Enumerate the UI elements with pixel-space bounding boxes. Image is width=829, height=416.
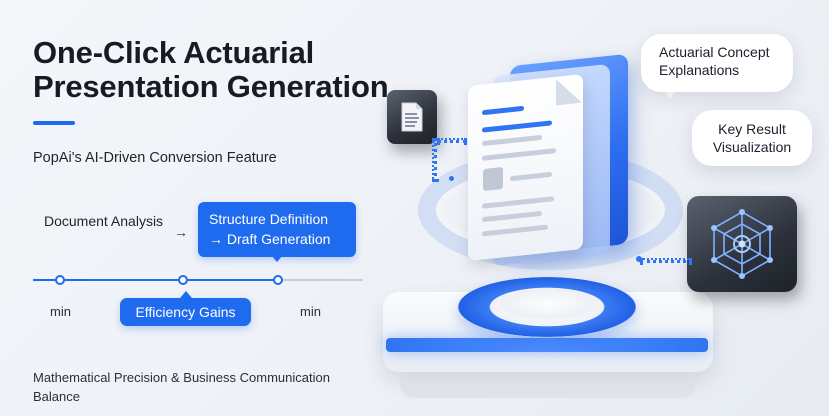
document-cube [387, 90, 437, 144]
timeline-node-3 [273, 275, 283, 285]
document-icon [401, 102, 423, 132]
concept-bubble-tail [663, 88, 677, 99]
title-accent-bar [33, 121, 75, 125]
network-graph-icon [711, 209, 773, 279]
pedestal-center [500, 289, 596, 319]
callout-actuarial-concept: Actuarial Concept Explanations [641, 34, 793, 92]
footer-tagline: Mathematical Precision & Business Commun… [33, 370, 330, 404]
efficiency-gains-label: Efficiency Gains [135, 304, 236, 320]
title-line-1: One-Click Actuarial [33, 35, 315, 70]
callout-result-line-1: Key Result [718, 121, 786, 137]
connector-line [640, 258, 692, 263]
timeline-label-left: min [50, 304, 71, 319]
platform-glow-band [386, 338, 708, 352]
step-document-analysis: Document Analysis [44, 213, 164, 229]
timeline-progress [33, 279, 279, 281]
connector-dot [636, 256, 642, 262]
step-structure-definition: Structure Definition → Draft Generation [198, 202, 356, 257]
efficiency-gains-badge: Efficiency Gains [120, 298, 251, 326]
subtitle: PopAi's AI-Driven Conversion Feature [33, 150, 277, 166]
timeline-node-2 [178, 275, 188, 285]
timeline-label-right: min [300, 304, 321, 319]
document-fold-corner [556, 76, 582, 106]
timeline-node-1 [55, 275, 65, 285]
callout-result-line-2: Visualization [712, 139, 792, 155]
structure-pointer [271, 255, 283, 262]
step-structure-line-2: → Draft Generation [209, 231, 331, 247]
connector-dot [449, 176, 454, 181]
efficiency-pointer [180, 291, 192, 298]
connector-line [437, 138, 467, 143]
network-cube [687, 196, 797, 292]
step-structure-line-1: Structure Definition [209, 211, 329, 227]
title-line-2: Presentation Generation [33, 69, 389, 104]
callout-concept-line-1: Actuarial Concept [659, 44, 770, 60]
callout-concept-line-2: Explanations [659, 62, 740, 78]
document-image-placeholder [483, 166, 503, 192]
callout-key-result: Key Result Visualization [692, 110, 812, 166]
arrow-right-icon: → [174, 224, 188, 240]
connector-line [432, 138, 437, 182]
page-title: One-Click Actuarial Presentation Generat… [33, 36, 413, 104]
